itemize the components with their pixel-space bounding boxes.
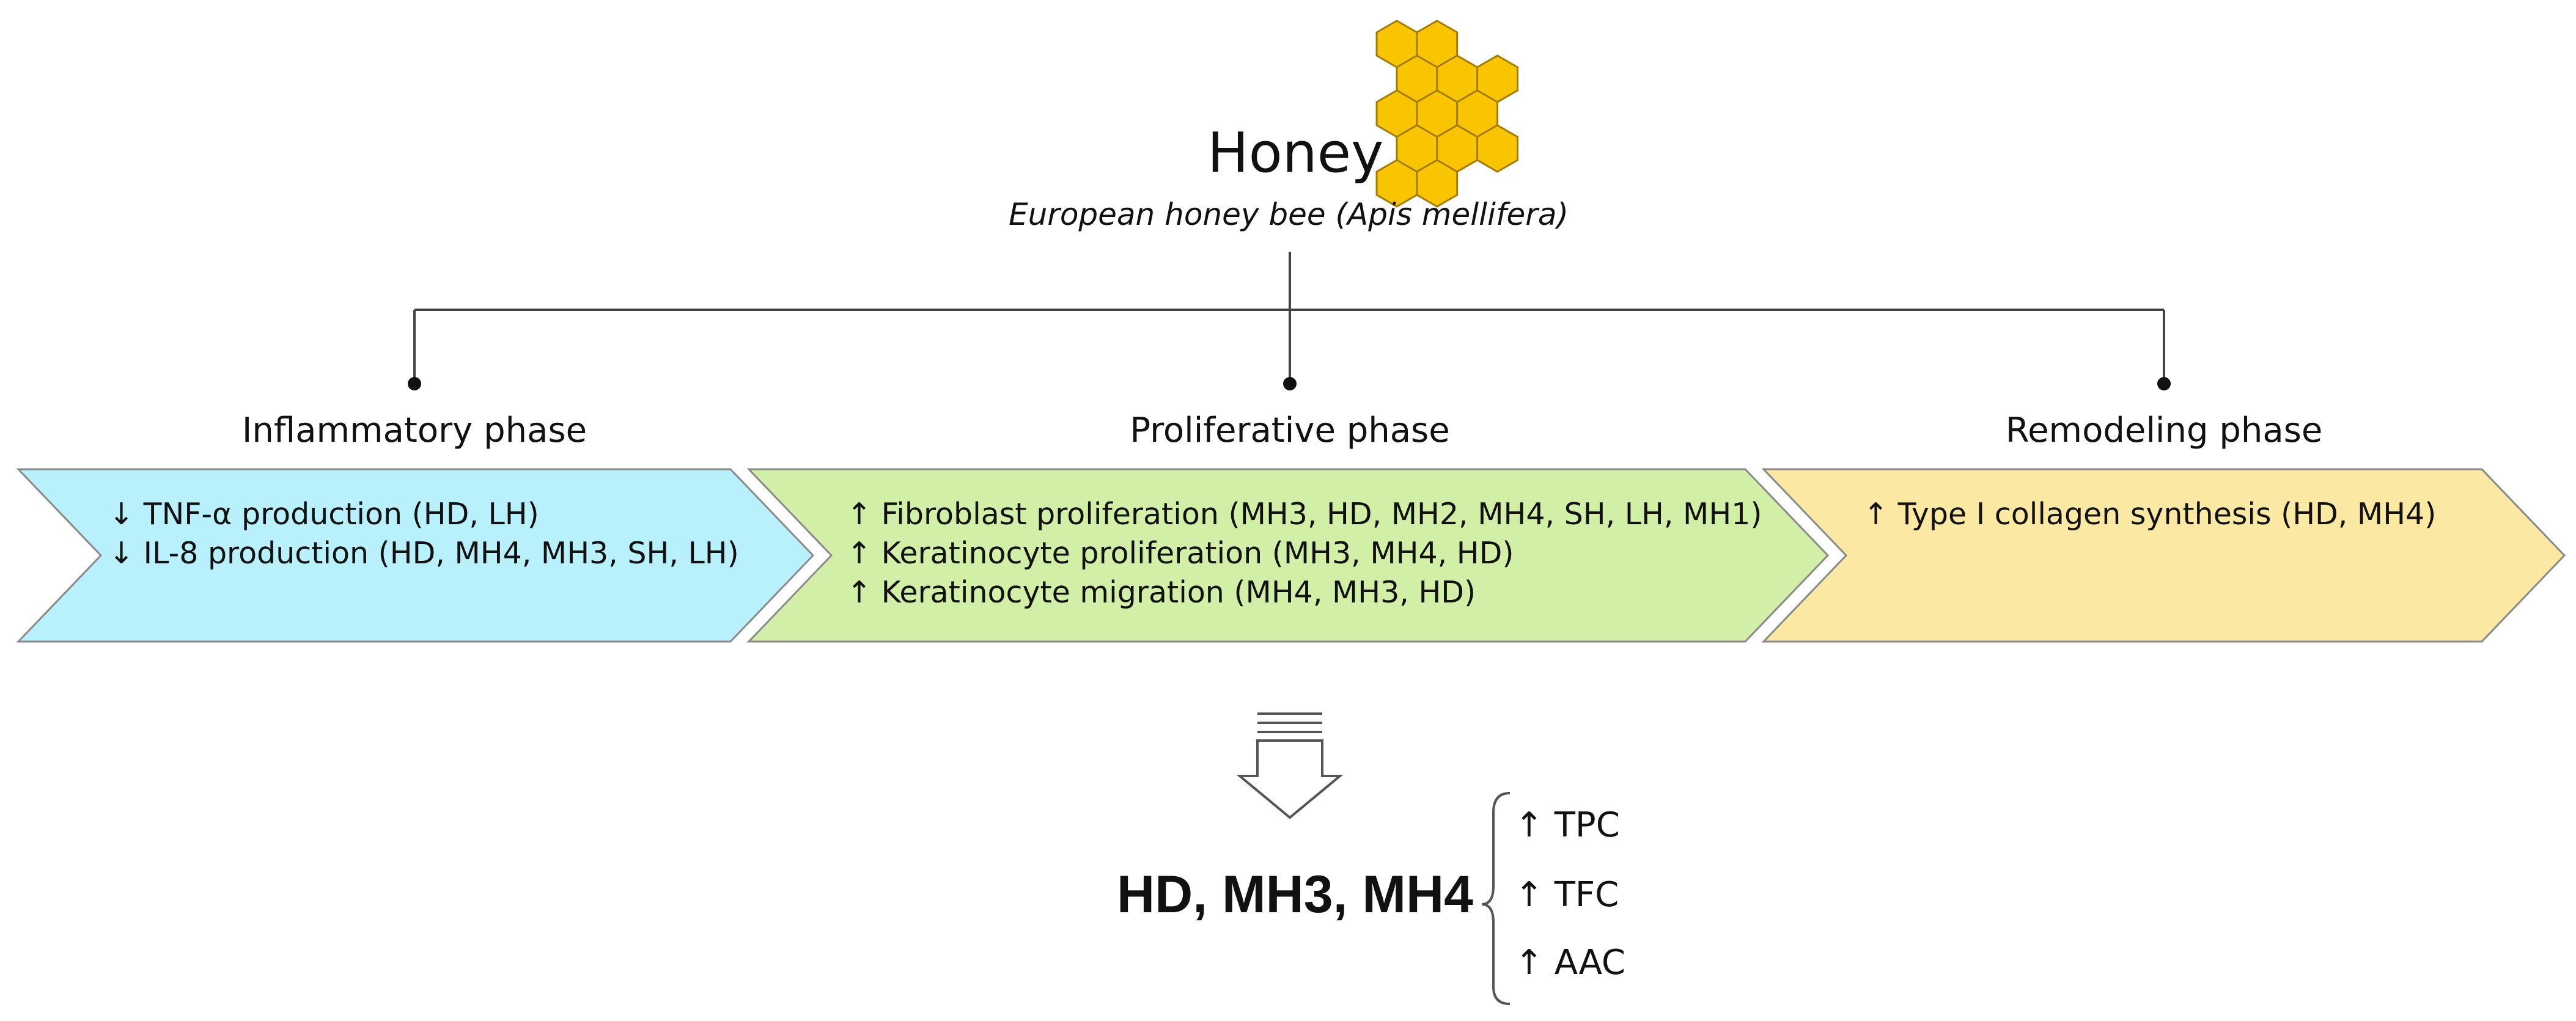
effect-item: ↑ Keratinocyte migration (MH4, MH3, HD)	[847, 575, 1476, 610]
effect-item: ↑ Type I collagen synthesis (HD, MH4)	[1863, 497, 2437, 532]
honeycomb-cell	[1416, 159, 1459, 208]
remodeling-effects-list: ↑ Type I collagen synthesis (HD, MH4)	[1863, 495, 2436, 534]
effect-item: ↑ Fibroblast proliferation (MH3, HD, MH2…	[847, 497, 1762, 532]
inflammatory-effects-list: ↓ TNF-α production (HD, LH) ↓ IL-8 produ…	[109, 495, 739, 573]
connector-dot-inflammatory	[408, 377, 421, 390]
proliferative-phase-title: Proliferative phase	[1130, 411, 1450, 450]
result-item-aac: ↑ AAC	[1515, 943, 1626, 983]
result-item-tfc: ↑ TFC	[1515, 875, 1619, 915]
effect-item: ↓ TNF-α production (HD, LH)	[109, 497, 539, 532]
proliferative-phase-chevron	[746, 468, 1830, 643]
result-item-tpc: ↑ TPC	[1515, 805, 1620, 845]
inflammatory-phase-title: Inflammatory phase	[241, 411, 587, 450]
remodeling-phase-title: Remodeling phase	[2005, 411, 2323, 450]
effect-item: ↓ IL-8 production (HD, MH4, MH3, SH, LH)	[109, 536, 739, 571]
proliferative-effects-list: ↑ Fibroblast proliferation (MH3, HD, MH2…	[847, 495, 1762, 612]
honeycomb-icon	[1375, 20, 1518, 208]
connector-dot-remodeling	[2157, 377, 2171, 390]
result-label: HD, MH3, MH4	[1117, 865, 1473, 924]
connector-dot-proliferative	[1283, 377, 1297, 390]
page-title: Honey	[1207, 121, 1384, 185]
page-subtitle: European honey bee (Apis mellifera)	[1008, 197, 1569, 232]
down-arrow-icon	[1236, 712, 1344, 819]
curly-brace-icon	[1481, 792, 1511, 1005]
honeycomb-cell	[1476, 124, 1518, 173]
connector-tree	[413, 252, 2165, 384]
remodeling-phase-chevron	[1761, 468, 2566, 643]
inflammatory-phase-chevron	[16, 468, 815, 643]
effect-item: ↑ Keratinocyte proliferation (MH3, MH4, …	[847, 536, 1514, 571]
